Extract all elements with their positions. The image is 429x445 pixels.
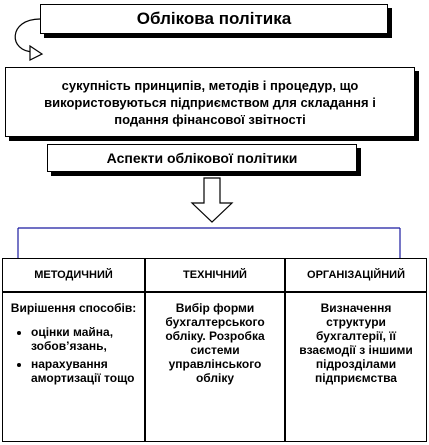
column-header-methodical: МЕТОДИЧНИЙ <box>2 258 145 292</box>
list-item: нарахування амортизації тощо <box>31 357 140 385</box>
curved-arrow <box>14 18 41 53</box>
list-item: оцінки майна, зобов’язань, <box>31 325 140 353</box>
aspects-title: Аспекти облікової політики <box>47 144 357 172</box>
methodical-intro: Вирішення способів: <box>10 301 137 315</box>
column-body-technical: Вибір форми бухгалтерського обліку. Розр… <box>145 292 285 442</box>
column-header-organizational: ОРГАНІЗАЦІЙНИЙ <box>285 258 427 292</box>
column-connector <box>17 227 401 258</box>
column-body-organizational: Визначення структури бухгалтерії, її вза… <box>285 292 427 442</box>
page-title: Облікова політика <box>40 4 388 34</box>
methodical-bullets: оцінки майна, зобов’язань, нарахування а… <box>7 325 140 385</box>
definition-box: сукупність принципів, методів і процедур… <box>5 67 415 137</box>
column-body-methodical: Вирішення способів: оцінки майна, зобов’… <box>2 292 145 442</box>
column-header-technical: ТЕХНІЧНИЙ <box>145 258 285 292</box>
curved-arrow-head <box>29 44 44 61</box>
block-arrow-down <box>190 177 234 223</box>
